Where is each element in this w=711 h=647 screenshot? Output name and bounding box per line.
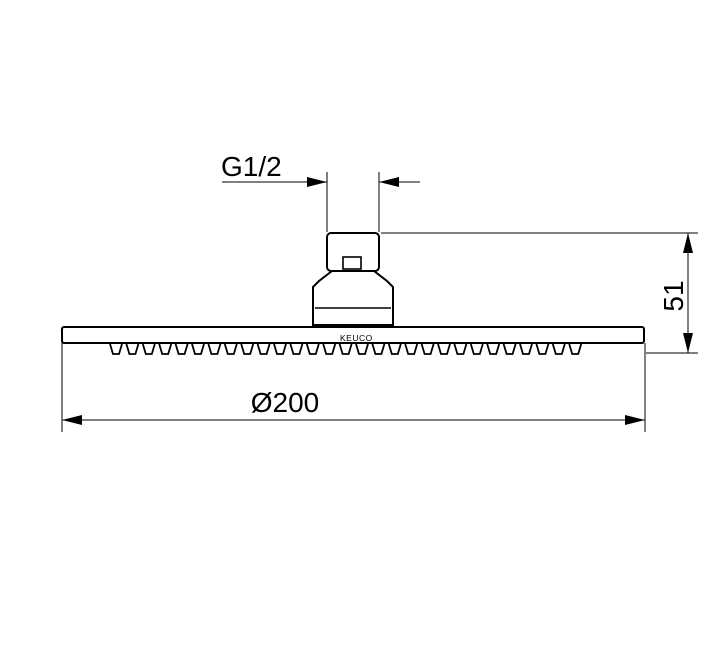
height-label: 51	[658, 280, 689, 311]
ball-joint-housing	[312, 270, 394, 326]
nozzle	[289, 343, 304, 355]
nozzle	[305, 343, 320, 355]
connector-nut	[326, 232, 380, 272]
brand-label: KEUCO	[340, 333, 373, 343]
nozzle	[502, 343, 517, 355]
nozzle	[322, 343, 337, 355]
height-dimension: 51	[381, 232, 698, 354]
nozzle	[207, 343, 222, 355]
nozzle	[437, 343, 451, 355]
thread-dimension: G1/2	[221, 151, 420, 232]
nozzle	[371, 343, 386, 355]
diameter-dimension: Ø200	[61, 343, 646, 432]
nozzle	[469, 343, 484, 355]
shower-head: KEUCO	[61, 232, 645, 355]
nozzle	[174, 343, 189, 355]
nozzle	[223, 343, 238, 355]
nozzle	[568, 343, 583, 355]
nozzle	[535, 343, 550, 355]
nozzle	[191, 343, 205, 355]
nozzle	[338, 343, 353, 355]
nozzle	[355, 343, 369, 355]
nozzle	[453, 343, 468, 355]
nozzle	[551, 343, 566, 355]
nozzle	[256, 343, 271, 355]
shower-plate	[61, 326, 645, 344]
nozzle	[519, 343, 533, 355]
nozzle	[141, 343, 156, 355]
nozzle	[273, 343, 287, 355]
nut-notch	[342, 256, 362, 270]
nozzle	[420, 343, 435, 355]
nozzle	[486, 343, 501, 355]
nozzle	[240, 343, 255, 355]
nozzle	[387, 343, 402, 355]
diameter-label: Ø200	[251, 387, 320, 418]
thread-size-label: G1/2	[221, 151, 282, 182]
nozzle	[109, 343, 123, 355]
nozzle	[404, 343, 419, 355]
nozzle-row	[109, 343, 583, 355]
nozzle	[125, 343, 140, 355]
nozzle	[158, 343, 173, 355]
